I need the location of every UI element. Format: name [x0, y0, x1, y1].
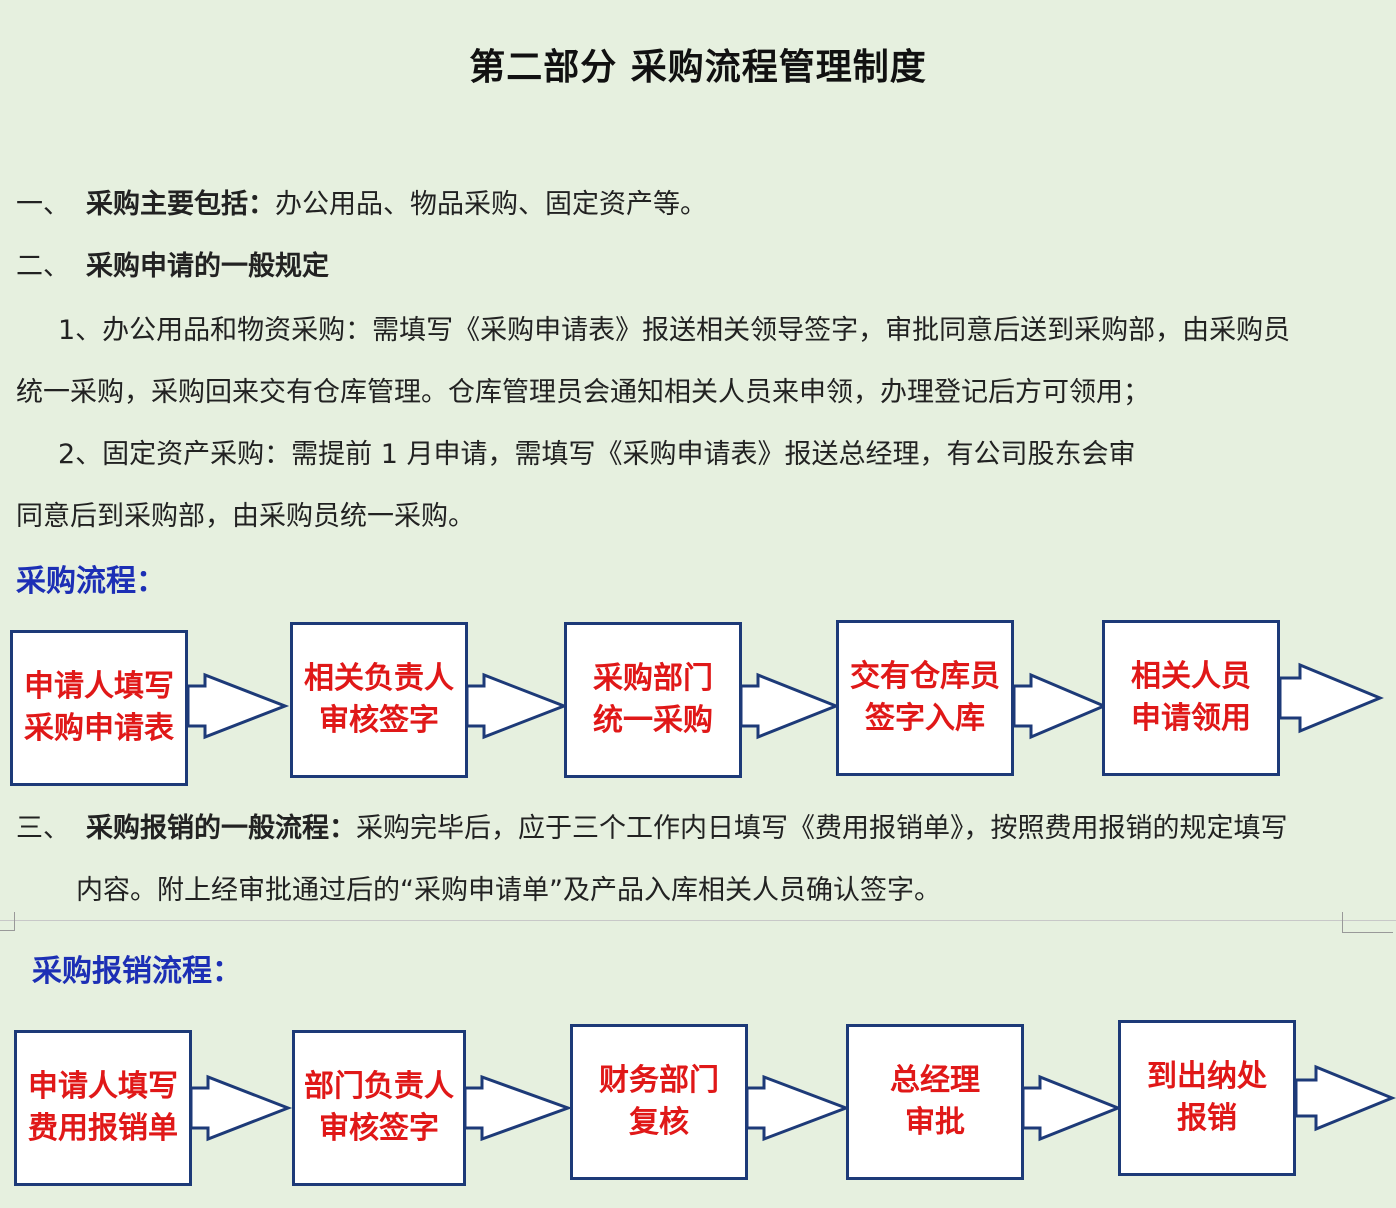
- page-corner-mark-left: [0, 912, 15, 931]
- flow-1-step-4-line-2: 签字入库: [865, 701, 985, 736]
- flow-2-diagram: 申请人填写 费用报销单 部门负责人 审核签字 财务部门 复核 总经理 审批 到出…: [0, 1018, 1396, 1188]
- flow-2-step-2-line-1: 部门负责人: [304, 1069, 454, 1104]
- section-1-number: 一、: [16, 189, 70, 220]
- section-3-text-2: 内容。附上经审批通过后的“采购申请单”及产品入库相关人员确认签字。: [76, 875, 941, 906]
- section-2-item-2-line-1: 2、固定资产采购：需提前 1 月申请，需填写《采购申请表》报送总经理，有公司股东…: [58, 439, 1136, 470]
- flow-2-arrow-2: [463, 1074, 573, 1142]
- flow-1-step-2-line-1: 相关负责人: [304, 661, 454, 696]
- flow-2-step-1-line-1: 申请人填写: [28, 1069, 178, 1104]
- section-3-number: 三、: [16, 813, 70, 844]
- flow-2-step-2-line-2: 审核签字: [319, 1111, 439, 1146]
- flow-1-step-3: 采购部门 统一采购: [564, 622, 742, 778]
- flow-1-arrow-1: [186, 672, 290, 740]
- flow-2-arrow-5: [1294, 1064, 1396, 1132]
- flow-2-step-4-line-1: 总经理: [890, 1063, 980, 1098]
- flow-2-step-4: 总经理 审批: [846, 1024, 1024, 1180]
- flow-1-arrow-4: [1012, 672, 1108, 740]
- flow-2-arrow-3: [745, 1074, 851, 1142]
- flow-1-step-1-line-1: 申请人填写: [24, 669, 174, 704]
- flow-2-step-5: 到出纳处 报销: [1118, 1020, 1296, 1176]
- flow-1-diagram: 申请人填写 采购申请表 相关负责人 审核签字 采购部门 统一采购 交有仓库员 签…: [0, 618, 1396, 788]
- page-title: 第二部分 采购流程管理制度: [469, 47, 927, 88]
- flow-1-step-3-line-2: 统一采购: [593, 703, 713, 738]
- flow-2-arrow-4: [1021, 1074, 1123, 1142]
- flow-1-arrow-3: [739, 672, 841, 740]
- page-corner-mark-right: [1342, 912, 1393, 933]
- flow-2-step-1: 申请人填写 费用报销单: [14, 1030, 192, 1186]
- flow-1-step-3-line-1: 采购部门: [593, 661, 713, 696]
- section-2-label: 采购申请的一般规定: [86, 251, 329, 282]
- flow-1-step-2-line-2: 审核签字: [319, 703, 439, 738]
- flow-1-step-5-line-2: 申请领用: [1131, 701, 1251, 736]
- flow-2-arrow-1: [189, 1074, 293, 1142]
- section-2-heading: 二、采购申请的一般规定: [16, 244, 329, 283]
- section-1-text: 办公用品、物品采购、固定资产等。: [275, 189, 707, 220]
- flow-1-step-1: 申请人填写 采购申请表: [10, 630, 188, 786]
- flow-1-step-5-line-1: 相关人员: [1131, 659, 1251, 694]
- flow-1-arrow-5: [1278, 662, 1384, 734]
- flow-2-step-5-line-1: 到出纳处: [1147, 1059, 1267, 1094]
- flow-2-step-1-line-2: 费用报销单: [28, 1111, 178, 1146]
- section-2-item-1-line-1: 1、办公用品和物资采购：需填写《采购申请表》报送相关领导签字，审批同意后送到采购…: [58, 315, 1291, 346]
- flow-2-step-5-line-2: 报销: [1177, 1101, 1237, 1136]
- flow-1-heading: 采购流程：: [16, 564, 166, 599]
- section-2-item-1-line-2: 统一采购，采购回来交有仓库管理。仓库管理员会通知相关人员来申领，办理登记后方可领…: [16, 377, 1150, 408]
- flow-1-step-5: 相关人员 申请领用: [1102, 620, 1280, 776]
- section-3-label: 采购报销的一般流程：: [86, 813, 356, 844]
- flow-2-heading: 采购报销流程：: [32, 954, 242, 989]
- section-1-label: 采购主要包括：: [86, 189, 275, 220]
- flow-1-arrows: [186, 662, 1384, 740]
- flow-1-arrow-2: [465, 672, 569, 740]
- page-break-line: [0, 920, 1396, 921]
- flow-1-step-4-line-1: 交有仓库员: [850, 659, 1000, 694]
- flow-1-step-1-line-2: 采购申请表: [24, 711, 174, 746]
- section-3-text-1: 采购完毕后，应于三个工作内日填写《费用报销单》，按照费用报销的规定填写: [356, 813, 1288, 844]
- flow-2-step-2: 部门负责人 审核签字: [292, 1030, 466, 1186]
- section-1: 一、采购主要包括：办公用品、物品采购、固定资产等。: [16, 182, 707, 221]
- flow-2-step-3-line-2: 复核: [629, 1105, 689, 1140]
- section-2-item-2-line-2: 同意后到采购部，由采购员统一采购。: [16, 501, 475, 532]
- flow-2-arrows: [189, 1064, 1396, 1142]
- flow-2-step-4-line-2: 审批: [905, 1105, 965, 1140]
- flow-2-step-3: 财务部门 复核: [570, 1024, 748, 1180]
- section-2-number: 二、: [16, 251, 70, 282]
- section-3: 三、采购报销的一般流程：采购完毕后，应于三个工作内日填写《费用报销单》，按照费用…: [16, 806, 1288, 845]
- flow-1-step-2: 相关负责人 审核签字: [290, 622, 468, 778]
- flow-1-step-4: 交有仓库员 签字入库: [836, 620, 1014, 776]
- flow-2-step-3-line-1: 财务部门: [599, 1063, 719, 1098]
